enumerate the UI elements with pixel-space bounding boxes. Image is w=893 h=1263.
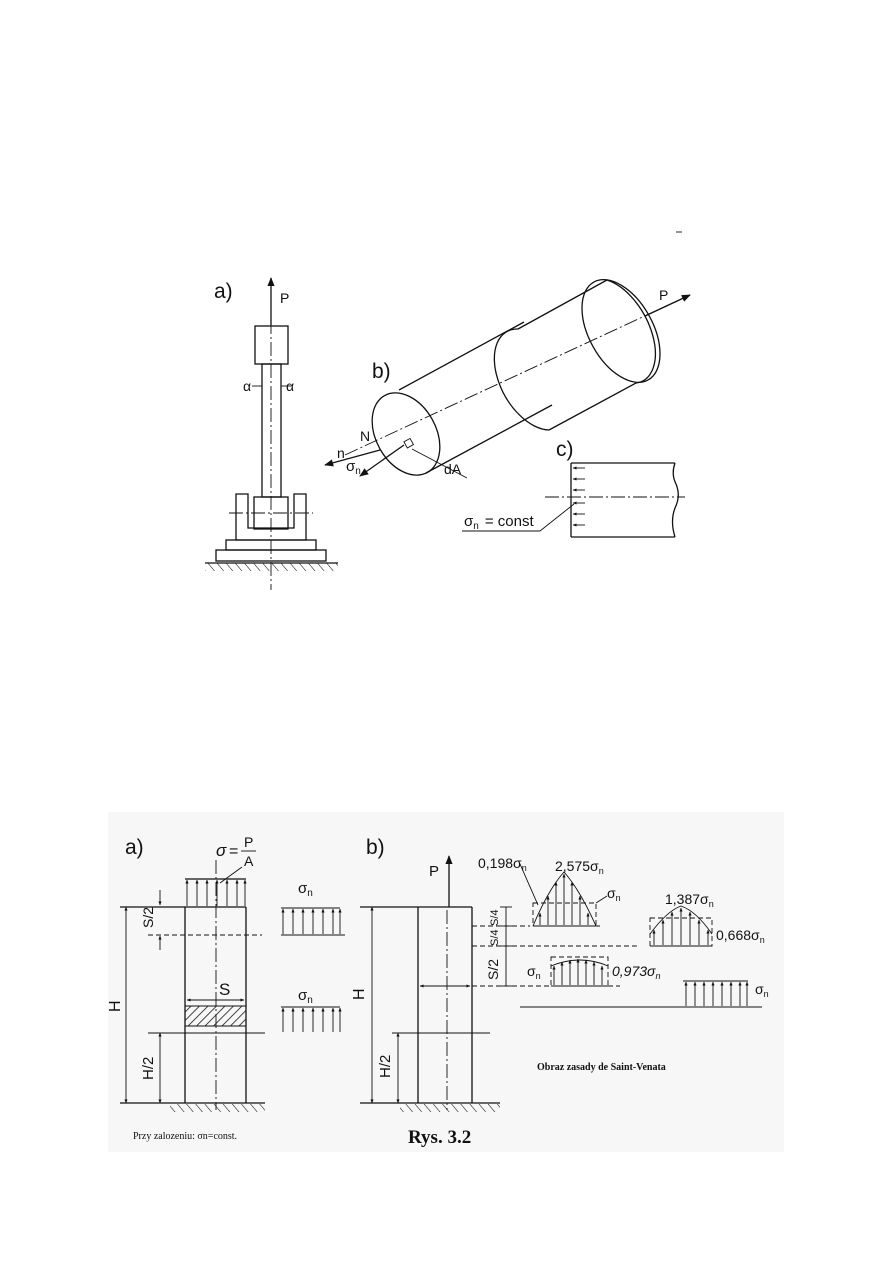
break-line <box>671 462 679 538</box>
mean-stress-label: σn <box>607 885 621 903</box>
fig2-b: b) P H H/2 S/4 S/4 S/2 <box>351 836 769 1112</box>
fig2-a: a) σ = P A <box>107 834 345 1112</box>
formula-leader <box>219 866 243 884</box>
upper-grip <box>254 325 289 365</box>
dim-s-quarter-label: S/4 <box>489 929 501 946</box>
area-label: dA <box>444 461 462 477</box>
distribution-uniform: σn <box>683 980 769 1008</box>
fig2-a-label: a) <box>125 836 144 859</box>
dim-s-half-label: S/2 <box>140 907 156 928</box>
resultant-label: N <box>360 428 370 444</box>
top-load-arrows <box>185 879 247 906</box>
equals-sign: = <box>229 843 238 860</box>
fig1-a-specimen: a) P α α <box>205 277 338 590</box>
sigma-symbol: σ <box>216 841 227 860</box>
large-cylinder <box>517 279 656 431</box>
normal-arrow-n <box>324 449 381 467</box>
fig1-c-label: c) <box>556 438 574 461</box>
dim-h-half-label: H/2 <box>377 1055 394 1078</box>
coef-1387-label: 1,387σn <box>665 891 714 909</box>
coef-0668-label: 0,668σn <box>716 927 765 945</box>
fig1-a-force-label: P <box>280 290 289 306</box>
stress-label: σn <box>527 963 541 981</box>
figure-1: a) P α α b) <box>205 277 691 590</box>
distribution-nearly-uniform: σn 0,973σn <box>527 956 661 987</box>
ground-hatch <box>400 1104 500 1112</box>
leader-sigma <box>595 895 608 904</box>
angle-alpha-left: α <box>243 378 251 394</box>
specimen-shank <box>261 363 282 498</box>
figure-2-background <box>108 812 784 1152</box>
hatched-section <box>184 1005 247 1027</box>
da-leader <box>411 448 468 479</box>
caption-right: Obraz zasady de Saint-Venata <box>537 1062 666 1073</box>
mean-stress-box <box>532 902 597 927</box>
stress-label: σn <box>755 981 769 999</box>
fig1-b-label: b) <box>372 360 391 383</box>
medium-envelope <box>649 905 713 935</box>
shaft-axis <box>344 294 691 456</box>
dim-s-half-label: S/2 <box>485 959 501 980</box>
shoulder-arc <box>493 328 550 431</box>
dim-h-half-label: H/2 <box>140 1057 157 1080</box>
leader-0198 <box>519 863 539 906</box>
formula-numerator: P <box>244 834 253 850</box>
fig1-b-shaft: b) P n N σn dA <box>324 278 691 479</box>
caption-leader <box>539 503 575 532</box>
stress-label: σn <box>346 458 361 477</box>
dim-s-quarter-label: S/4 <box>489 909 501 926</box>
dim-h-label: H <box>107 1000 124 1012</box>
coef-2575-label: 2,575σn <box>555 858 604 876</box>
coef-0973-label: 0,973σn <box>612 963 661 981</box>
fig2-b-label: b) <box>366 836 385 859</box>
stress-arrows-mid <box>281 1007 342 1032</box>
formula-denominator: A <box>244 853 254 869</box>
fig1-b-force-label: P <box>659 287 668 303</box>
large-cylinder-end <box>581 278 661 384</box>
stress-arrow <box>359 444 405 477</box>
fig1-a-label: a) <box>214 280 233 303</box>
dim-s-label: S <box>219 980 230 999</box>
dim-h-label: H <box>351 988 368 1000</box>
distribution-peaked: 0,198σn 2,575σn σn <box>478 855 621 927</box>
normal-label: n <box>337 445 345 461</box>
coef-0198-label: 0,198σn <box>478 855 527 873</box>
stress-label-top: σn <box>298 880 313 899</box>
flat-envelope <box>550 959 609 967</box>
caption-left: Przy zalozeniu: σn=const. <box>133 1131 237 1142</box>
uniform-stress-caption: σn= const <box>464 513 534 532</box>
stress-arrows-top <box>281 908 342 934</box>
force-arrow-p <box>644 294 691 317</box>
area-element-da <box>403 437 415 449</box>
distribution-medium: 1,387σn 0,668σn <box>649 891 765 947</box>
small-cylinder-top <box>398 321 525 391</box>
small-cylinder-bottom <box>425 404 553 474</box>
figure-2: a) σ = P A <box>107 812 784 1152</box>
peaked-envelope <box>532 871 597 927</box>
ground-hatch <box>170 1104 265 1112</box>
stress-label-mid: σn <box>298 987 313 1006</box>
fig2-b-force-label: P <box>429 863 439 880</box>
ground-hatch <box>205 563 338 571</box>
cross-section-face <box>371 392 441 476</box>
figure-caption: Rys. 3.2 <box>408 1127 471 1148</box>
fig1-c-distribution: c) σn= const <box>462 438 685 538</box>
